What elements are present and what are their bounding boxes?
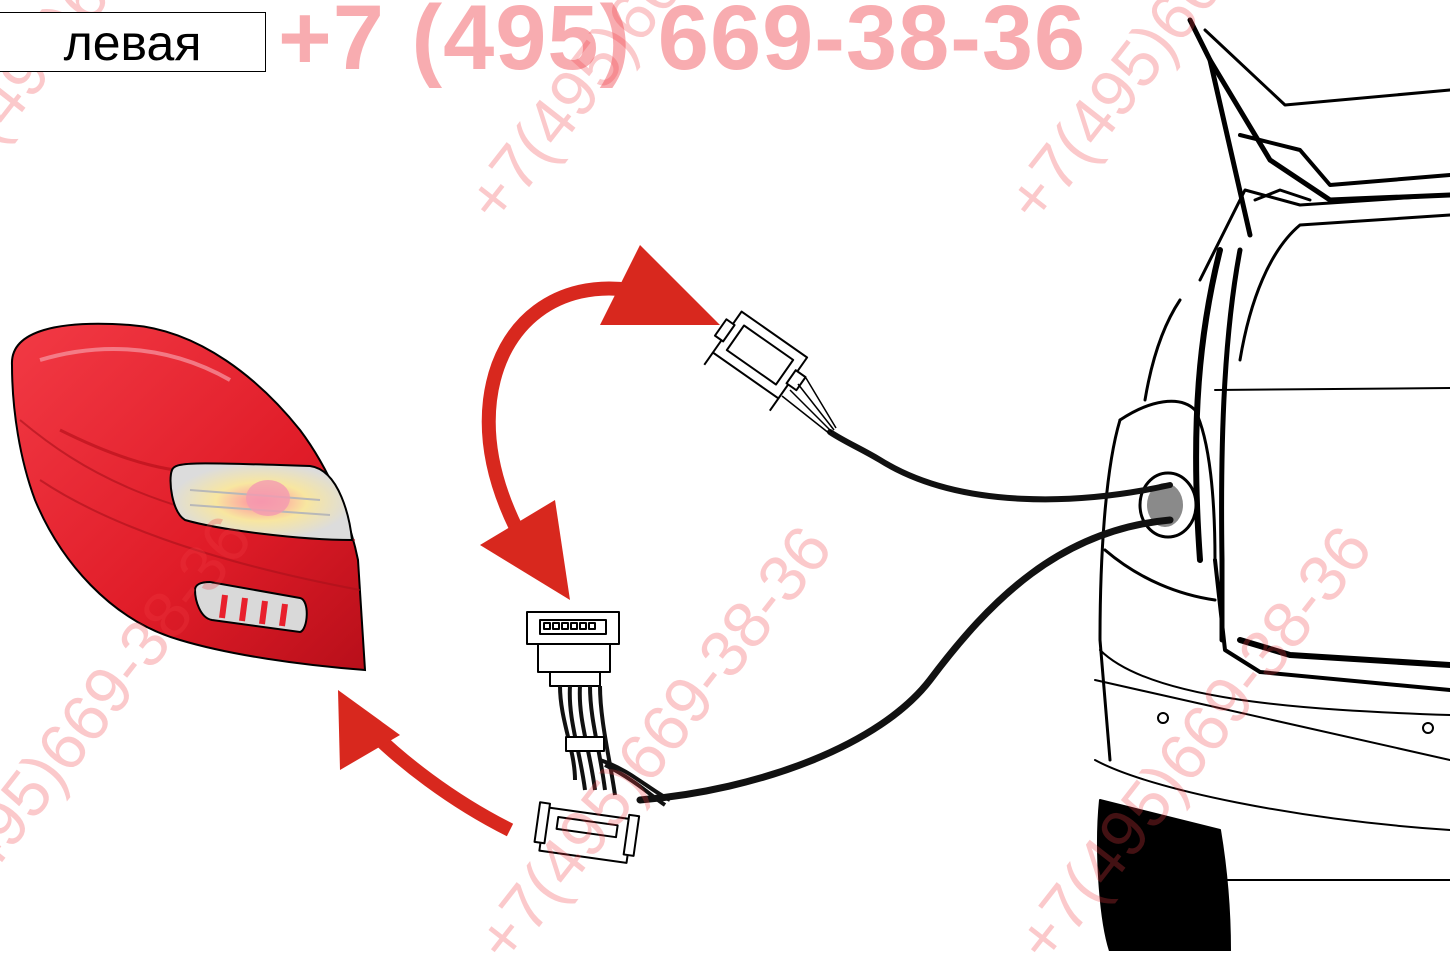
watermark-phone-header: +7 (495) 669-38-36: [278, 0, 1086, 91]
side-label: левая: [0, 12, 266, 72]
cable-harness: [640, 432, 1170, 800]
connector-female-icon: [698, 307, 836, 434]
wiring-diagram: [0, 0, 1450, 951]
adapter-harness-icon: [527, 612, 670, 864]
tail-lamp-icon: [12, 324, 365, 670]
car-rear-icon: [1095, 20, 1450, 951]
arrow-icon: [338, 245, 720, 830]
